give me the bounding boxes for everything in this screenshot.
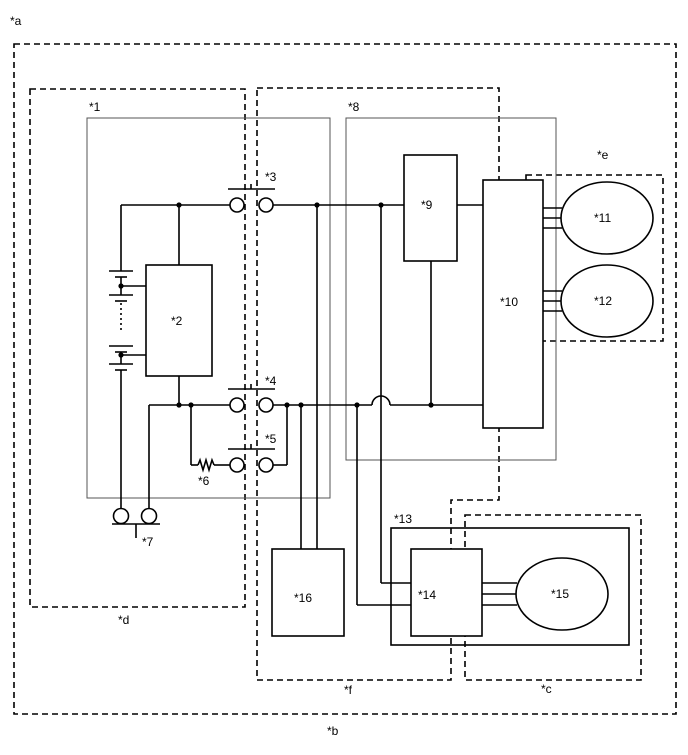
label-f: *f — [344, 683, 353, 697]
region-d-boundary — [29, 88, 246, 608]
label-e: *e — [597, 148, 609, 162]
label-2: *2 — [171, 314, 183, 328]
label-14: *14 — [418, 588, 436, 602]
unit-1-enclosure — [86, 117, 331, 499]
component-14 — [410, 548, 483, 637]
label-11: *11 — [594, 211, 611, 225]
label-d: *d — [118, 613, 129, 627]
label-3: *3 — [265, 170, 277, 184]
label-12: *12 — [594, 294, 612, 308]
relay-3 — [228, 184, 275, 213]
motor-15-connection — [482, 582, 517, 606]
label-13: *13 — [394, 512, 412, 526]
label-9: *9 — [421, 198, 433, 212]
motor-12 — [560, 264, 654, 338]
label-16: *16 — [294, 591, 312, 605]
unit-13-enclosure — [390, 527, 630, 646]
motor-11 — [560, 181, 654, 255]
label-10: *10 — [500, 295, 518, 309]
label-7: *7 — [142, 535, 154, 549]
label-4: *4 — [265, 374, 277, 388]
label-6: *6 — [198, 474, 210, 488]
component-10 — [482, 179, 544, 429]
label-b: *b — [327, 724, 339, 738]
motor-11-connection — [543, 207, 562, 229]
region-f-boundary — [256, 87, 500, 681]
region-a-boundary — [13, 43, 677, 715]
unit-8-enclosure — [345, 117, 557, 461]
component-16 — [271, 548, 345, 637]
connector-7 — [112, 507, 160, 538]
motor-15 — [515, 557, 609, 631]
battery-pack — [109, 205, 146, 510]
component-9 — [403, 154, 458, 262]
label-8: *8 — [348, 100, 360, 114]
motor-12-connection — [543, 290, 562, 312]
label-a: *a — [10, 14, 22, 28]
relay-5 — [228, 444, 275, 473]
relay-4 — [228, 384, 275, 413]
label-c: *c — [541, 682, 552, 696]
label-1: *1 — [89, 100, 101, 114]
label-15: *15 — [551, 587, 569, 601]
label-5: *5 — [265, 432, 277, 446]
resistor-6 — [197, 457, 215, 473]
